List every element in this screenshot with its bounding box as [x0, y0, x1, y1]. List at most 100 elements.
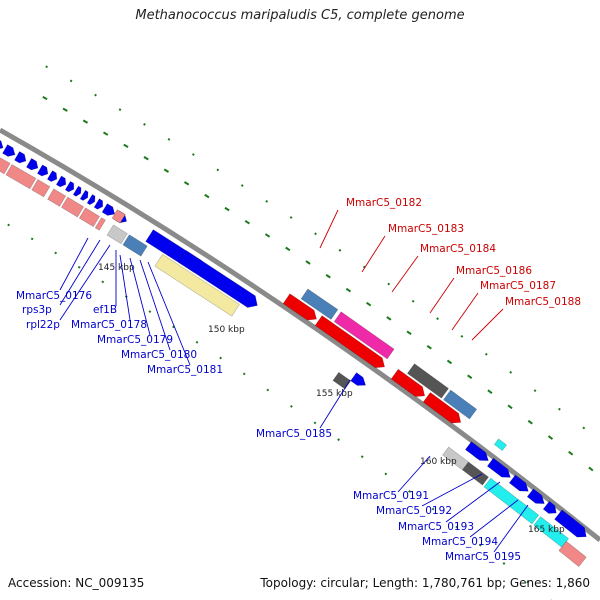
outer-scale-tick: [167, 137, 171, 141]
inner-scale-tick: [195, 340, 199, 344]
gc-scale-tick: [123, 143, 129, 148]
outer-scale-tick: [387, 282, 391, 286]
gene-blue-arrow: [36, 164, 49, 177]
gene-cyan-block: [493, 438, 507, 451]
gene-label-leader: [397, 455, 431, 493]
gc-scale-tick: [305, 260, 311, 265]
outer-scale-tick: [509, 370, 513, 374]
outer-scale-tick: [411, 299, 415, 303]
gene-blue-arrow: [508, 474, 529, 492]
gene-yellow-block: [154, 253, 240, 317]
inner-scale-tick: [148, 310, 152, 314]
inner-scale-tick: [384, 472, 388, 476]
outer-scale-tick: [289, 216, 293, 219]
gc-scale-tick: [102, 131, 109, 136]
inner-scale-tick: [313, 421, 317, 425]
gene-gray-block: [106, 224, 128, 245]
gc-scale-tick: [426, 344, 432, 350]
gene-pink-block: [94, 217, 106, 231]
gene-label-leader: [421, 473, 483, 507]
gene-label-leader: [319, 209, 339, 249]
gene-label: MmarC5_0194: [422, 536, 498, 548]
inner-scale-tick: [526, 580, 530, 584]
gc-scale-tick: [487, 389, 493, 395]
gene-blue-arrow: [79, 189, 89, 201]
outer-scale-tick: [314, 232, 317, 236]
accession-label: Accession: NC_009135: [8, 576, 145, 590]
inner-scale-tick: [54, 251, 58, 255]
inner-scale-tick: [337, 438, 340, 442]
gene-blue-arrow: [86, 194, 96, 206]
gene-blue-arrow: [0, 140, 4, 149]
inner-scale-tick: [266, 388, 270, 392]
outer-scale-tick: [533, 389, 537, 393]
inner-scale-tick: [408, 490, 411, 493]
outer-scale-tick: [558, 407, 561, 411]
gc-scale-tick: [264, 233, 271, 238]
gene-label: MmarC5_0191: [353, 490, 429, 502]
gene-label: MmarC5_0192: [376, 505, 452, 517]
gene-blue-arrow: [46, 170, 58, 182]
gene-dark-block: [332, 371, 352, 390]
gc-scale-tick: [143, 156, 149, 161]
gc-scale-tick: [366, 301, 372, 307]
gc-scale-tick: [386, 316, 392, 321]
gene-label-leader: [429, 277, 455, 314]
gene-label-leader: [139, 259, 171, 351]
gc-scale-tick: [163, 168, 170, 173]
gene-blue-arrow: [72, 185, 82, 197]
gene-label: MmarC5_0182: [346, 197, 422, 209]
gc-scale-tick: [224, 206, 230, 212]
outer-scale-tick: [338, 248, 342, 252]
outer-scale-tick: [45, 65, 48, 69]
outer-scale-tick: [240, 184, 244, 187]
gene-pink-block: [47, 188, 67, 207]
inner-scale-tick: [502, 562, 506, 565]
outer-scale-tick: [265, 200, 269, 203]
gene-blue-arrow: [26, 158, 39, 171]
genome-backbone: [0, 127, 600, 542]
gene-label-leader: [129, 257, 151, 336]
gene-steel-block: [443, 389, 478, 420]
gc-scale-tick: [285, 246, 291, 252]
topology-label: Topology: circular; Length: 1,780,761 bp…: [260, 576, 590, 590]
gc-scale-tick: [82, 119, 89, 124]
gene-blue-arrow: [2, 144, 16, 157]
gc-scale-tick: [406, 330, 412, 335]
gene-blue-arrow: [486, 457, 511, 478]
gene-label-leader: [361, 235, 386, 273]
gene-pink-block: [61, 196, 85, 218]
gc-scale-tick: [527, 419, 533, 425]
gene-label: MmarC5_0184: [420, 243, 496, 255]
gc-scale-tick: [588, 466, 594, 472]
gene-dark-block: [406, 363, 449, 399]
gene-pink-block: [111, 209, 126, 224]
inner-scale-tick: [242, 372, 246, 376]
gene-blue-arrow: [526, 488, 545, 504]
gc-scale-tick: [204, 193, 210, 199]
gc-scale-tick: [446, 359, 453, 365]
inner-scale-tick: [360, 455, 364, 459]
gene-pink-block: [5, 164, 37, 190]
gc-scale-tick: [547, 435, 554, 440]
gene-blue-arrow: [554, 509, 587, 538]
gene-blue-arrow: [350, 372, 366, 386]
gene-pink-block: [78, 207, 100, 228]
gene-label-leader: [471, 308, 504, 341]
gc-scale-tick: [345, 287, 352, 293]
gene-label: MmarC5_0195: [445, 551, 521, 563]
gene-label: MmarC5_0188: [505, 296, 581, 308]
gene-dark-block: [462, 461, 489, 486]
gene-label-leader: [445, 481, 501, 523]
inner-scale-tick: [77, 265, 81, 269]
gene-label: MmarC5_0179: [97, 334, 173, 346]
scale-label: 145 kbp: [98, 263, 135, 273]
gene-label-leader: [147, 261, 191, 366]
outer-scale-tick: [484, 352, 488, 356]
gene-label: MmarC5_0186: [456, 265, 532, 277]
gene-label: MmarC5_0181: [147, 364, 223, 376]
inner-scale-tick: [30, 237, 34, 241]
gene-label: ef1B: [93, 304, 117, 316]
